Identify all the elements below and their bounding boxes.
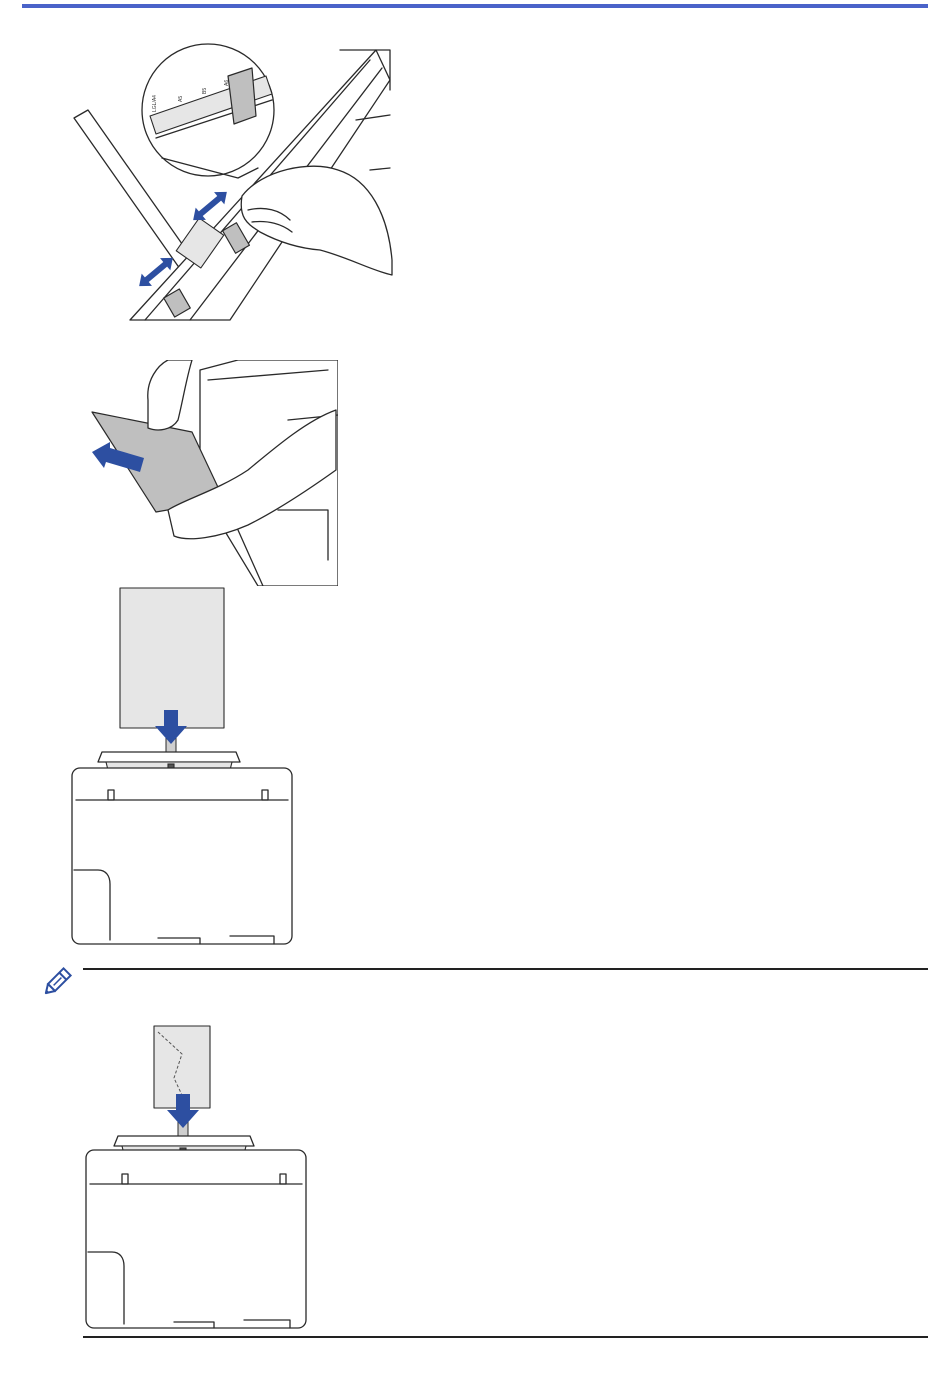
figure-envelope-front-view [84,1024,308,1332]
printer-front [72,768,292,944]
footer-rule [83,1336,928,1338]
figure-paper-front-view [70,586,294,948]
size-mark-1: LGL/A4 [152,95,158,112]
pencil-note-icon [43,962,77,996]
paper-sheet-front [120,588,224,728]
size-mark-3: B5 [202,88,208,94]
size-mark-4: A6 [224,80,230,86]
size-mark-2: A5 [178,96,184,102]
note-rule [83,968,928,970]
figure-insert-paper [88,360,338,586]
printer-front [86,1150,306,1328]
header-rule [22,4,928,8]
manual-feed-slot [98,752,240,762]
manual-feed-slot [114,1136,254,1146]
left-hand [148,360,192,430]
figure-adjust-paper-guides: LGL/A4 A5 B5 A6 [70,20,400,325]
